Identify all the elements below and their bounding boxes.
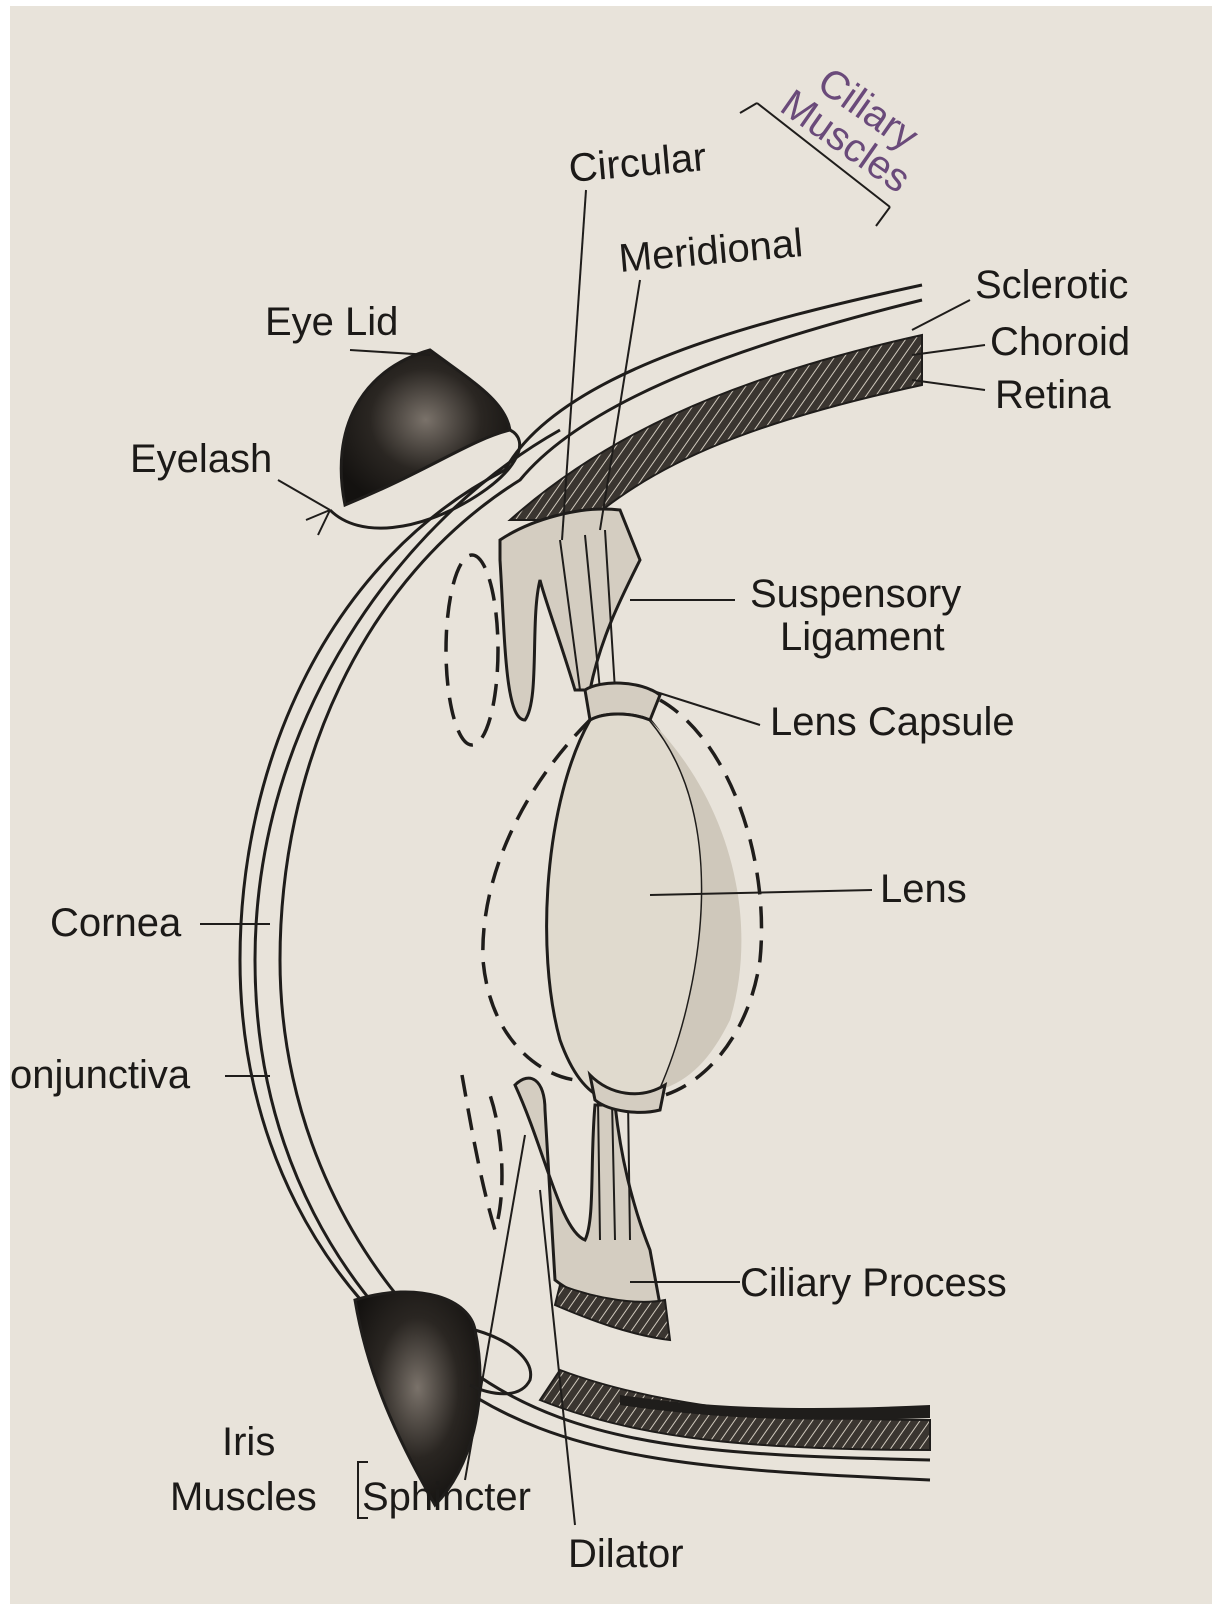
- upper-eyelid: [306, 350, 520, 535]
- label-meridional: Meridional: [617, 221, 805, 281]
- sclerotic-leader: [912, 300, 970, 330]
- label-lens-capsule: Lens Capsule: [770, 700, 1015, 744]
- iris-dashed-upper: [446, 555, 498, 745]
- label-eyelash: Eyelash: [130, 437, 272, 481]
- lens-capsule-leader: [650, 690, 760, 725]
- label-ligament: Ligament: [780, 615, 945, 659]
- label-eye-lid: Eye Lid: [265, 300, 398, 344]
- label-conjunctiva: onjunctiva: [10, 1053, 191, 1097]
- eyelash-strokes: [306, 510, 330, 535]
- label-sphincter: Sphincter: [362, 1475, 531, 1519]
- label-sclerotic: Sclerotic: [975, 263, 1128, 307]
- label-iris-muscles: Muscles: [170, 1475, 317, 1519]
- label-ciliary-process: Ciliary Process: [740, 1261, 1007, 1305]
- sphincter-leader: [465, 1135, 525, 1480]
- label-lens: Lens: [880, 867, 967, 911]
- label-cornea: Cornea: [50, 901, 182, 945]
- label-circular: Circular: [567, 135, 708, 191]
- lower-eyelid: [355, 1292, 531, 1505]
- lower-ciliary-body: [462, 1075, 670, 1340]
- label-iris: Iris: [222, 1420, 275, 1464]
- label-choroid: Choroid: [990, 320, 1130, 364]
- lens: [483, 683, 762, 1112]
- eyelash-leader: [278, 480, 330, 510]
- label-retina: Retina: [995, 373, 1111, 417]
- label-suspensory: Suspensory: [750, 572, 961, 616]
- label-dilator: Dilator: [568, 1532, 684, 1576]
